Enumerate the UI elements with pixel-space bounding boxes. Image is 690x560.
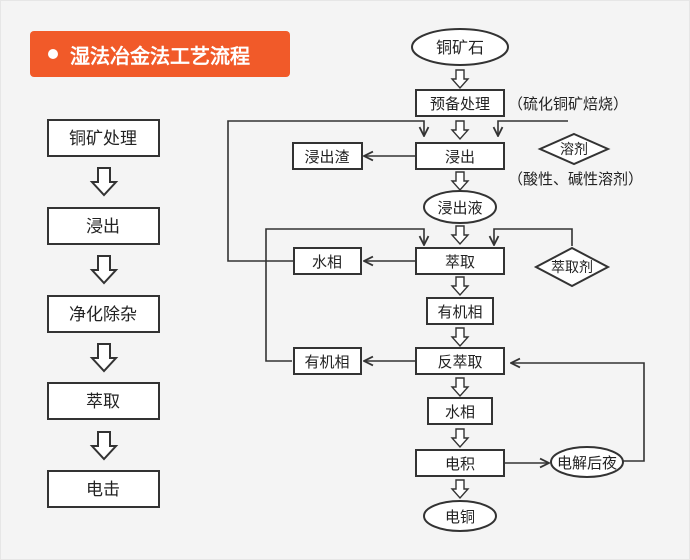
node-strip: 反萃取 xyxy=(415,347,505,375)
pretreat-note: （硫化铜矿焙烧） xyxy=(508,95,628,113)
down-arrow-icon xyxy=(91,255,117,284)
down-arrow-icon xyxy=(451,327,469,347)
bullet-dot-icon xyxy=(48,49,58,59)
solvent-note: （酸性、碱性溶剂） xyxy=(508,170,643,188)
node-leachate: 浸出液 xyxy=(423,190,497,224)
node-extract: 萃取 xyxy=(415,247,505,275)
connector-lines xyxy=(227,120,645,463)
left-step-4-label: 萃取 xyxy=(86,392,120,412)
down-arrow-icon xyxy=(451,428,469,448)
left-step-1-label: 铜矿处理 xyxy=(69,129,137,149)
node-aqueous-2: 水相 xyxy=(427,397,493,425)
svg-text:反萃取: 反萃取 xyxy=(437,353,482,371)
svg-text:溶剂: 溶剂 xyxy=(560,142,588,158)
node-residue: 浸出渣 xyxy=(292,142,363,170)
svg-text:萃取: 萃取 xyxy=(445,253,475,271)
node-extractant: 萃取剂 xyxy=(533,246,611,288)
svg-text:铜矿石: 铜矿石 xyxy=(436,38,484,57)
svg-text:有机相: 有机相 xyxy=(437,303,482,321)
down-arrow-icon xyxy=(451,120,469,140)
node-organic-2: 有机相 xyxy=(293,347,362,375)
node-leach: 浸出 xyxy=(415,142,505,170)
svg-text:电积: 电积 xyxy=(445,455,475,473)
left-step-5-label: 电击 xyxy=(86,480,120,500)
down-arrow-icon xyxy=(451,225,469,245)
node-electro: 电积 xyxy=(415,449,505,477)
node-pretreat: 预备处理 xyxy=(415,89,505,117)
down-arrow-icon xyxy=(451,479,469,499)
node-solvent: 溶剂 xyxy=(537,132,611,166)
svg-text:浸出渣: 浸出渣 xyxy=(304,148,349,166)
svg-text:电铜: 电铜 xyxy=(445,508,475,526)
svg-text:预备处理: 预备处理 xyxy=(430,95,490,113)
left-step-5: 电击 xyxy=(47,470,160,508)
node-copper: 电铜 xyxy=(423,500,497,532)
down-arrow-icon xyxy=(91,343,117,372)
down-arrow-icon xyxy=(91,167,117,196)
down-arrow-icon xyxy=(451,377,469,397)
left-step-1: 铜矿处理 xyxy=(47,119,160,157)
svg-text:水相: 水相 xyxy=(312,253,342,271)
svg-text:水相: 水相 xyxy=(445,403,475,421)
node-ore: 铜矿石 xyxy=(411,28,509,66)
left-step-2: 浸出 xyxy=(47,207,160,245)
left-step-3-label: 净化除杂 xyxy=(69,305,137,325)
svg-text:浸出: 浸出 xyxy=(445,148,475,166)
down-arrow-icon xyxy=(451,171,469,191)
node-spent: 电解后夜 xyxy=(550,446,624,478)
left-step-4: 萃取 xyxy=(47,382,160,420)
left-step-2-label: 浸出 xyxy=(86,217,120,237)
svg-text:浸出液: 浸出液 xyxy=(437,199,482,217)
title-badge: 湿法冶金法工艺流程 xyxy=(30,31,290,77)
svg-text:萃取剂: 萃取剂 xyxy=(551,260,593,276)
svg-text:有机相: 有机相 xyxy=(304,353,349,371)
node-aqueous-1: 水相 xyxy=(293,247,362,275)
svg-text:电解后夜: 电解后夜 xyxy=(557,454,617,472)
down-arrow-icon xyxy=(91,431,117,460)
down-arrow-icon xyxy=(451,69,469,89)
node-organic-1: 有机相 xyxy=(426,297,494,325)
down-arrow-icon xyxy=(451,276,469,296)
left-step-3: 净化除杂 xyxy=(47,295,160,333)
page-title: 湿法冶金法工艺流程 xyxy=(70,43,250,68)
